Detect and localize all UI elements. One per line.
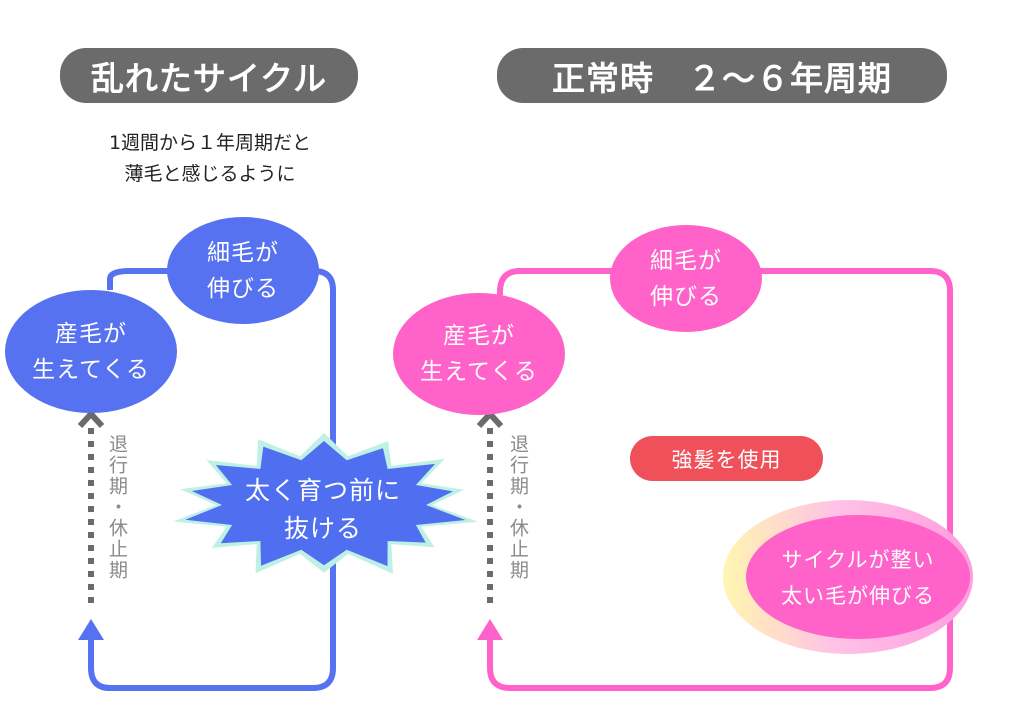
right-rest-label: 退行期・休止期 — [507, 434, 529, 581]
tonic-badge: 強髪を使用 — [630, 436, 823, 481]
caption-line: 1週間から１年周期だと — [108, 132, 312, 154]
burst-line: 抜ける — [283, 514, 362, 543]
right-cycle-loop — [487, 268, 953, 691]
burst-line: 太く育つ前に — [244, 476, 401, 505]
starburst-shape-inner — [185, 441, 466, 567]
result-oval — [746, 515, 970, 639]
bubble-line: 産毛が — [443, 323, 515, 349]
right-growth-bubble: 細毛が 伸びる — [610, 225, 762, 332]
bubble-line: 生えてくる — [32, 356, 150, 383]
left-title: 乱れたサイクル — [60, 48, 358, 103]
left-rest-arrowhead — [77, 409, 105, 429]
bubble-line: 細毛が — [650, 247, 722, 274]
left-caption: 1週間から１年周期だと 薄毛と感じるように — [60, 128, 360, 190]
result-line: サイクルが整い — [781, 547, 935, 572]
right-up-arrowhead — [477, 619, 503, 640]
left-up-arrowhead — [78, 619, 104, 640]
bubble-line: 伸びる — [207, 275, 279, 302]
result-line: 太い毛が伸びる — [781, 583, 935, 608]
left-growth-bubble: 細毛が 伸びる — [167, 217, 319, 324]
right-birth-bubble: 産毛が 生えてくる — [393, 293, 565, 415]
bubble-line: 生えてくる — [420, 359, 538, 385]
bubble-line: 伸びる — [650, 283, 722, 310]
result-text: サイクルが整い 太い毛が伸びる — [748, 530, 968, 625]
right-rest-arrowhead — [476, 409, 504, 429]
caption-line: 薄毛と感じるように — [124, 163, 296, 185]
left-birth-bubble: 産毛が 生えてくる — [5, 290, 177, 413]
bubble-line: 産毛が — [55, 320, 127, 347]
burst-text: 太く育つ前に 抜ける — [208, 460, 438, 560]
right-title: 正常時 ２～６年周期 — [497, 48, 947, 103]
bubble-line: 細毛が — [207, 239, 279, 266]
left-rest-label: 退行期・休止期 — [106, 434, 128, 581]
